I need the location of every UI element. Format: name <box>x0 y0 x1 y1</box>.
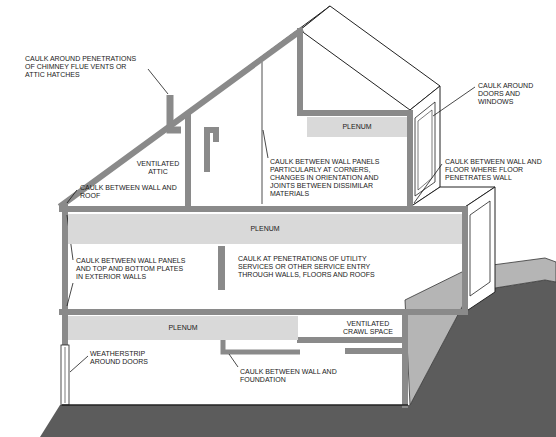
callout-text: CAULK BETWEEN WALL AND FLOOR WHERE FLOOR… <box>445 158 543 182</box>
utility-pipe <box>218 246 225 290</box>
callout-text: CAULK BETWEEN WALL PANELS PARTICULARLY A… <box>270 158 402 198</box>
callout-text: CAULK AROUND DOORS AND WINDOWS <box>478 82 548 106</box>
plenum-label: PLENUM <box>168 324 197 332</box>
section-walls <box>62 31 465 405</box>
callout-text: CAULK BETWEEN WALL AND ROOF <box>80 184 184 200</box>
plenum-band: PLENUM <box>68 214 462 244</box>
callout-text: VENTILATED ATTIC <box>135 160 181 176</box>
callout-text: CAULK AROUND PENETRATIONS OF CHIMNEY FLU… <box>25 55 145 79</box>
plenum-label: PLENUM <box>342 123 371 131</box>
vent-pipe <box>207 130 216 172</box>
foundation <box>62 404 408 406</box>
plenum-band: PLENUM <box>307 117 407 137</box>
callout-text: WEATHERSTRIP AROUND DOORS <box>90 350 168 366</box>
callout-text: VENTILATED CRAWL SPACE <box>338 320 398 336</box>
mid-face <box>465 187 495 312</box>
door-leaf <box>65 347 66 403</box>
window <box>470 201 490 296</box>
ground <box>40 280 556 437</box>
callout-text: CAULK BETWEEN WALL PANELS AND TOP AND BO… <box>76 257 188 281</box>
callout-text: CAULK BETWEEN WALL AND FOUNDATION <box>240 368 355 384</box>
crawl-pipe <box>345 348 405 354</box>
chimney-flue <box>170 95 181 130</box>
plenum-band: PLENUM <box>68 316 298 340</box>
leader-lines <box>67 69 475 372</box>
plenum-label: PLENUM <box>250 225 279 233</box>
corner-line <box>262 62 263 204</box>
upper-roof <box>300 6 440 110</box>
window <box>415 102 435 196</box>
service-pipe <box>223 340 300 352</box>
upper-face <box>410 86 440 207</box>
callout-text: CAULK AT PENETRATIONS OF UTILITY SERVICE… <box>238 255 376 279</box>
door <box>61 345 69 405</box>
window-pane <box>418 110 432 190</box>
